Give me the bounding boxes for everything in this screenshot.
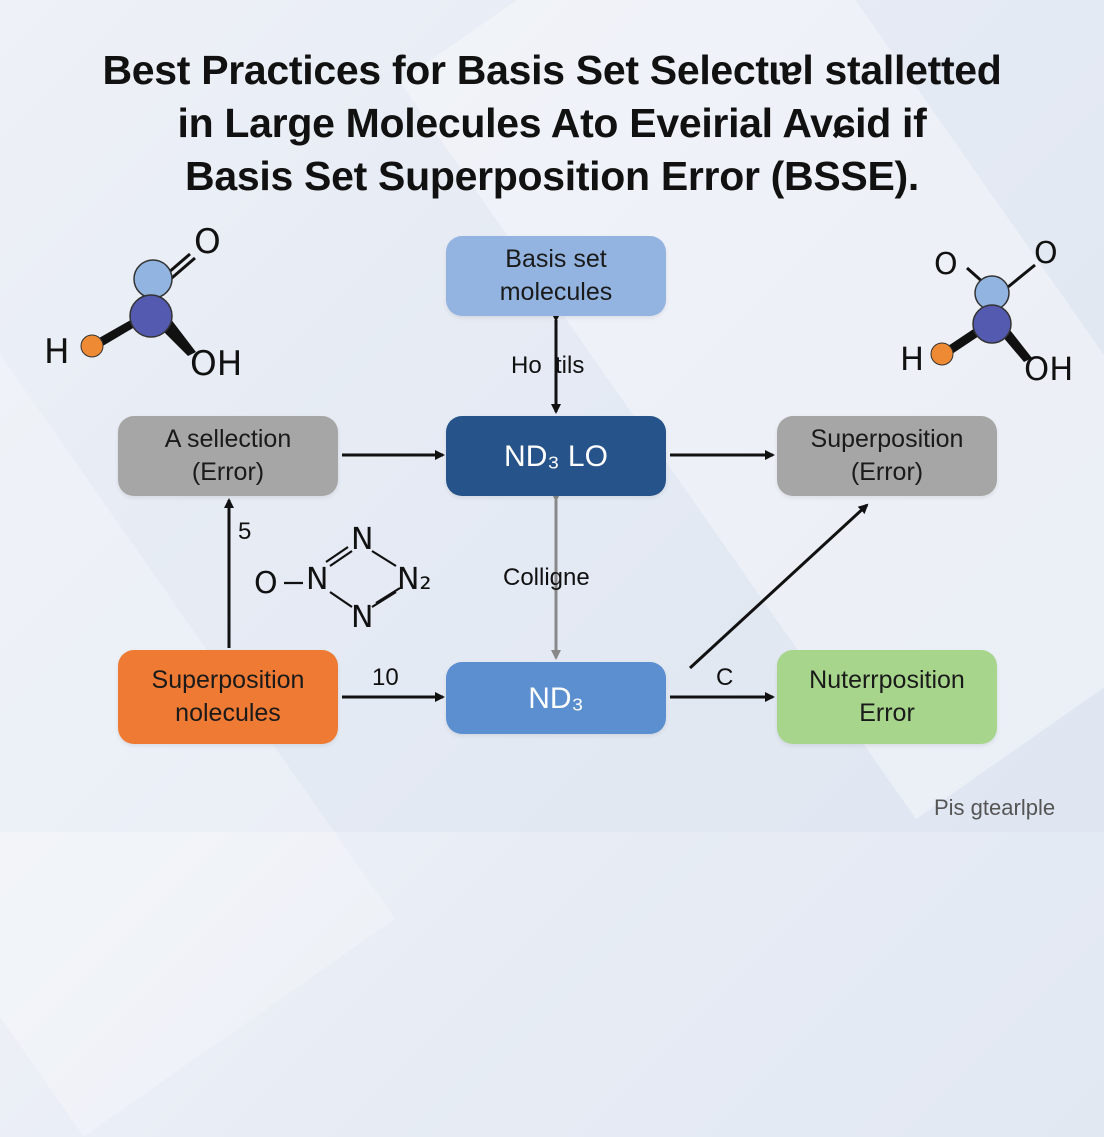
title-line-2: in Large Molecules Ato Eveirial Avɕid if (177, 100, 927, 146)
watermark: Pis gtearlple (934, 795, 1056, 820)
title-line-3: Basis Set Superposition Error (BSSE). (185, 153, 919, 199)
ring-nitrogen-left-label: N (306, 562, 329, 597)
node-bottom-left-line1: Superposition (151, 666, 305, 694)
ring-oxygen-label: O (254, 566, 278, 601)
ring-molecule (284, 546, 401, 608)
right-hydroxyl-label: OH (1024, 350, 1074, 388)
node-bottom-left-line2: nolecules (175, 699, 281, 727)
node-bottom-right-line2: Error (859, 699, 915, 727)
right-hydrogen-label: H (900, 340, 925, 378)
left-hydrogen-label: H (44, 332, 70, 372)
node-left-line2: (Error) (191, 458, 265, 486)
node-superposition-molecules: Superposition nolecules (118, 650, 338, 744)
node-top-line1: Basis set (505, 245, 607, 273)
ring-n2-label: N₂ (397, 562, 432, 597)
right-oxygen-label-1: O (934, 247, 958, 282)
edge-label-left-vertical: 5 (238, 518, 252, 545)
left-oxygen-label: O (194, 222, 221, 262)
node-right-line1: Superposition (810, 425, 964, 453)
node-top-line2: molecules (499, 278, 613, 306)
node-selection-error: A sellection (Error) (118, 416, 338, 496)
connectors-layer (80, 252, 1036, 702)
ring-nitrogen-bottom-label: N (351, 600, 374, 635)
left-hydroxyl-label: OH (190, 344, 243, 384)
title-line-1: Best Practices for Basis Set Selectɩɐl s… (102, 47, 1002, 93)
node-center: ND₃ LO (446, 416, 666, 496)
edge-label-bottom-left-center: 10 (372, 664, 399, 691)
edge-label-bottom-center-right: C (716, 664, 734, 691)
node-right-line2: (Error) (850, 458, 924, 486)
edge-label-top-center: Ho tils (511, 352, 585, 379)
node-center-label: ND₃ LO (504, 439, 608, 473)
node-nuterrposition-error: Nuterrposition Error (777, 650, 997, 744)
right-molecule (930, 263, 1036, 366)
ring-nitrogen-top-label: N (351, 522, 374, 557)
edge-label-center-bottom: Colligne (503, 564, 590, 591)
arrow-diagonal (688, 503, 869, 670)
right-oxygen-label-2: O (1034, 236, 1058, 271)
node-bottom-center-label: ND₃ (528, 681, 584, 715)
node-superposition-error: Superposition (Error) (777, 416, 997, 496)
node-basis-set-molecules: Basis set molecules (446, 236, 666, 316)
node-bottom-right-line1: Nuterrposition (809, 666, 965, 694)
node-left-line1: A sellection (164, 425, 292, 453)
left-molecule (80, 252, 196, 358)
diagram-title: Best Practices for Basis Set Selectɩɐl s… (0, 44, 1104, 203)
node-bottom-center: ND₃ (446, 662, 666, 734)
